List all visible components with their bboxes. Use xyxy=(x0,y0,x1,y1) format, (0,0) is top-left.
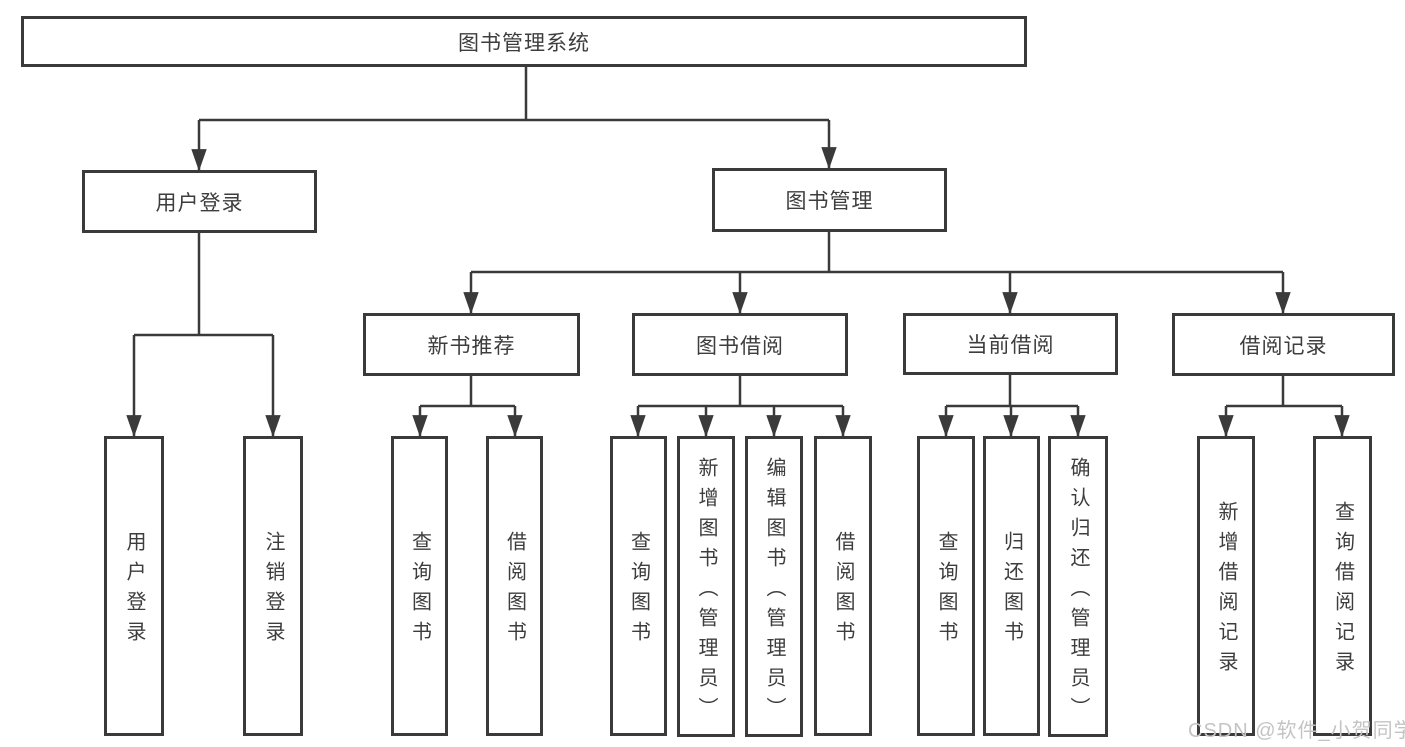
leaf-user-login-label: 用户登录 xyxy=(123,531,145,651)
leaf-br-add-record: 新增借阅记录 xyxy=(1197,436,1255,736)
leaf-bb-query-books-label: 查询图书 xyxy=(627,531,650,651)
node-user-login-label: 用户登录 xyxy=(155,191,244,215)
leaf-cb-query-books-label: 查询图书 xyxy=(935,531,957,651)
node-book-management: 图书管理 xyxy=(712,168,947,232)
node-borrow-records: 借阅记录 xyxy=(1172,313,1395,376)
leaf-cb-return-books-label: 归还图书 xyxy=(1000,531,1023,651)
watermark-text: CSDN @软件_小贺同学 xyxy=(1188,720,1405,742)
leaf-br-add-record-label: 新增借阅记录 xyxy=(1215,501,1237,681)
leaf-bb-borrow-books-label: 借阅图书 xyxy=(832,531,854,651)
node-user-login: 用户登录 xyxy=(82,170,317,233)
node-book-borrow-label: 图书借阅 xyxy=(696,334,784,358)
leaf-nbr-query-books: 查询图书 xyxy=(391,436,448,736)
node-book-management-label: 图书管理 xyxy=(785,190,874,213)
node-new-book-recommend-label: 新书推荐 xyxy=(427,334,516,358)
leaf-bb-edit-books-admin-label: 编辑图书（管理员） xyxy=(763,456,785,727)
leaf-logout-label: 注销登录 xyxy=(262,531,284,651)
leaf-cb-query-books: 查询图书 xyxy=(917,436,975,736)
node-current-borrow: 当前借阅 xyxy=(903,313,1118,375)
leaf-br-query-record: 查询借阅记录 xyxy=(1313,436,1372,736)
node-new-book-recommend: 新书推荐 xyxy=(363,313,580,376)
node-current-borrow-label: 当前借阅 xyxy=(966,334,1055,357)
leaf-bb-add-books-admin: 新增图书（管理员） xyxy=(677,436,735,737)
leaf-nbr-query-books-label: 查询图书 xyxy=(408,531,431,651)
leaf-cb-confirm-return-admin: 确认归还（管理员） xyxy=(1048,436,1108,737)
leaf-bb-query-books: 查询图书 xyxy=(610,436,667,736)
node-root-label: 图书管理系统 xyxy=(458,31,590,55)
leaf-cb-return-books: 归还图书 xyxy=(983,436,1040,736)
leaf-bb-add-books-admin-label: 新增图书（管理员） xyxy=(695,456,717,727)
leaf-nbr-borrow-books: 借阅图书 xyxy=(486,436,543,736)
node-borrow-records-label: 借阅记录 xyxy=(1239,334,1328,358)
leaf-logout: 注销登录 xyxy=(243,436,303,736)
leaf-user-login: 用户登录 xyxy=(104,436,164,736)
leaf-nbr-borrow-books-label: 借阅图书 xyxy=(503,531,526,651)
leaf-bb-borrow-books: 借阅图书 xyxy=(814,436,872,736)
leaf-bb-edit-books-admin: 编辑图书（管理员） xyxy=(745,436,803,737)
node-root: 图书管理系统 xyxy=(21,16,1027,67)
leaf-br-query-record-label: 查询借阅记录 xyxy=(1331,501,1354,681)
node-book-borrow: 图书借阅 xyxy=(632,313,848,376)
leaf-cb-confirm-return-admin-label: 确认归还（管理员） xyxy=(1067,456,1089,727)
